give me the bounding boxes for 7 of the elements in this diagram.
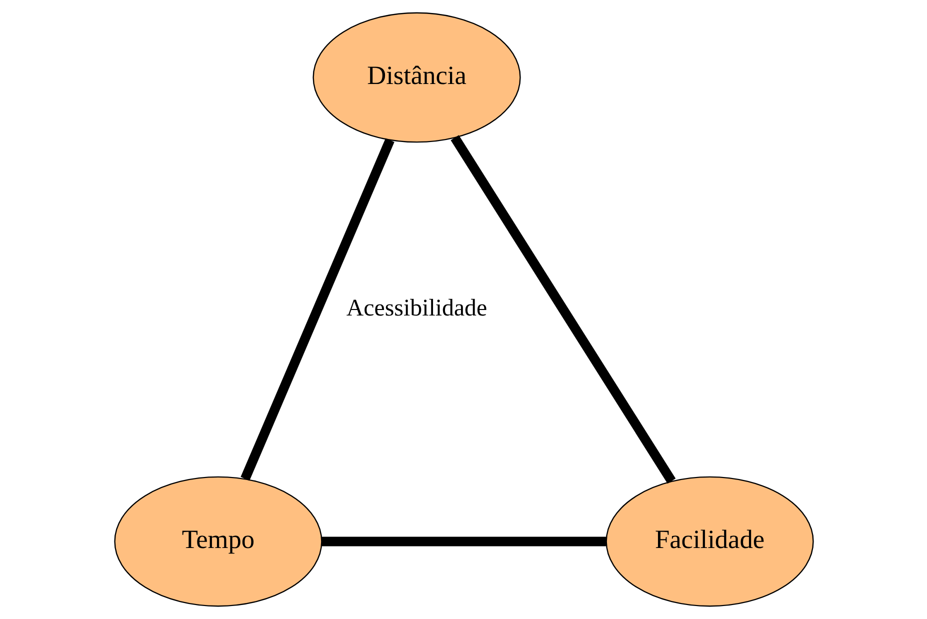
node-ellipse: Distância: [312, 12, 520, 143]
connector: [240, 138, 394, 481]
connector: [321, 536, 606, 546]
connector: [450, 135, 676, 484]
node-ellipse: Tempo: [114, 476, 322, 607]
label: Acessibilidade: [346, 295, 487, 322]
node-ellipse: Facilidade: [605, 476, 814, 607]
